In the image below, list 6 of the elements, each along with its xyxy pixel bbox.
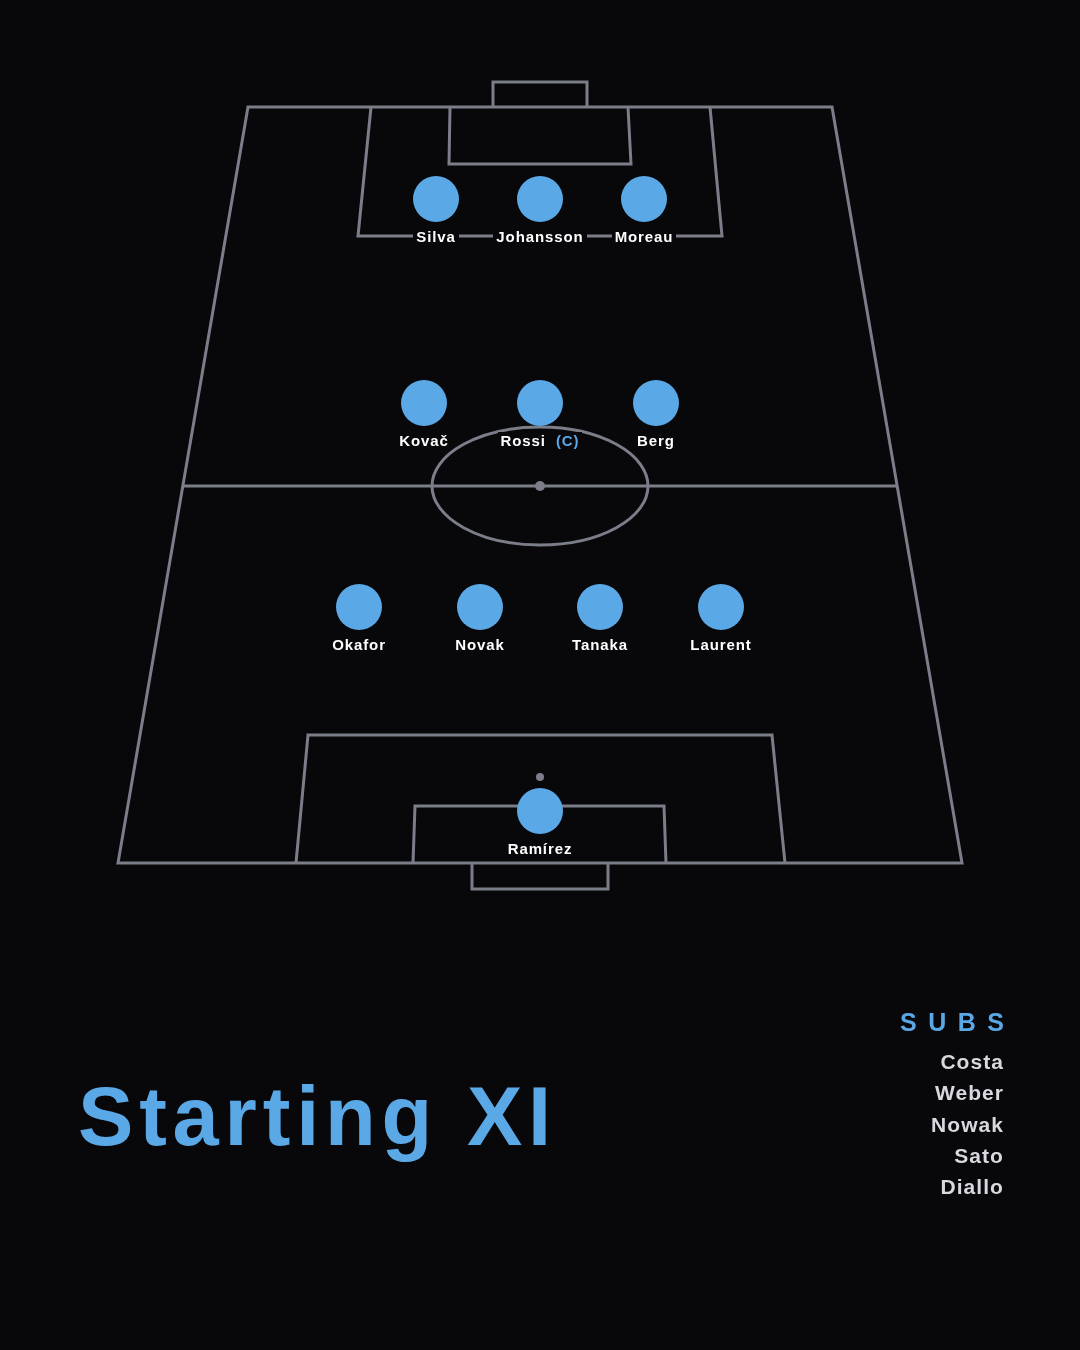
substitute-name: Sato (954, 1142, 1004, 1169)
subs-heading: SUBS (900, 1007, 1016, 1037)
substitute-name: Diallo (940, 1174, 1004, 1201)
substitute-name: Nowak (931, 1111, 1004, 1138)
substitute-name: Costa (940, 1049, 1004, 1075)
substitute-name: Weber (934, 1080, 1004, 1107)
